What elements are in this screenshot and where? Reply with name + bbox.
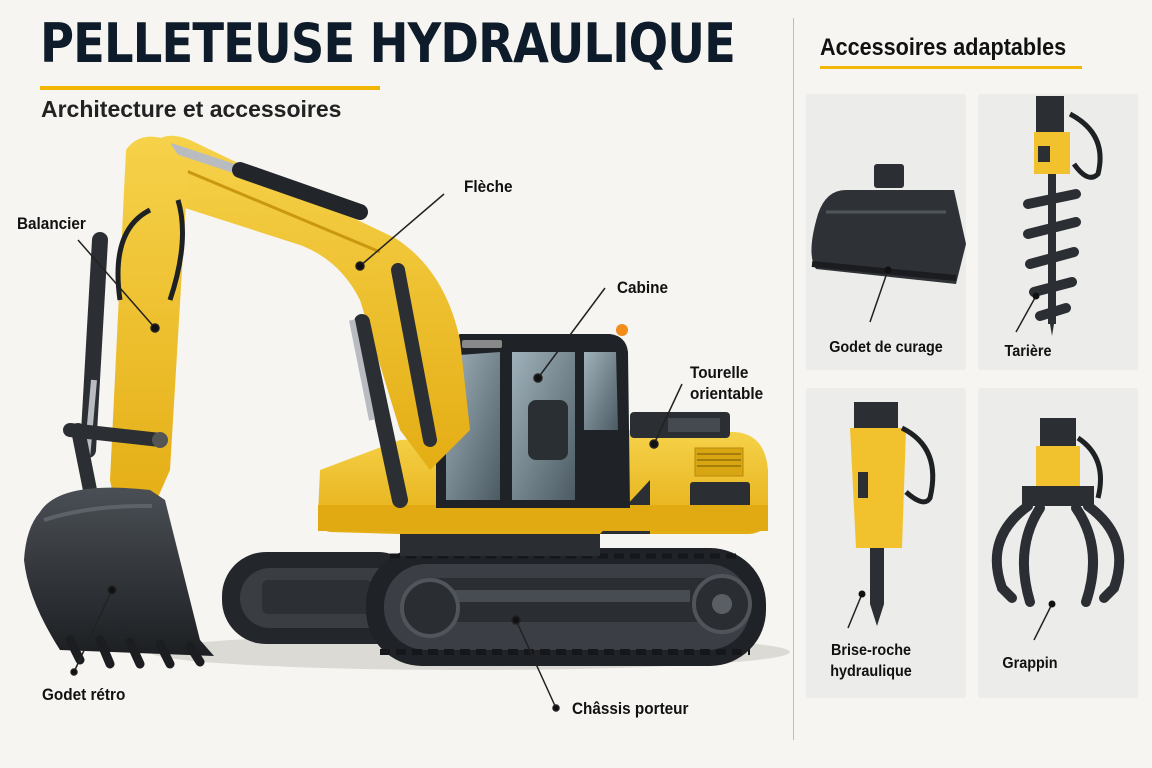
boom [146,135,470,508]
tile-brise-roche: Brise-roche hydraulique [806,388,966,698]
label-tourelle-line2: orientable [690,384,764,403]
ditch-bucket-image [811,164,966,323]
hydraulic-breaker-image [847,402,936,629]
tile-godet-curage: Godet de curage [806,94,966,370]
label-tourelle-line1: Tourelle [690,363,749,382]
excavator-illustration [24,135,790,712]
label-brise-roche-line2: hydraulique [830,663,912,680]
label-brise-roche: Brise-roche hydraulique [813,640,930,682]
accessories-title: Accessoires adaptables [820,34,1067,61]
label-brise-roche-line1: Brise-roche [830,642,912,659]
label-tourelle: Tourelle orientable [690,362,763,404]
tile-grappin: Grappin [978,388,1138,698]
accessories-underline [820,66,1082,69]
label-tariere: Tarière [1004,343,1052,360]
label-chassis-porteur: Châssis porteur [572,699,689,718]
callout-lines [70,193,683,712]
section-divider [793,18,794,740]
label-balancier: Balancier [17,214,86,233]
front-track [366,548,766,666]
label-grappin: Grappin [1002,655,1058,672]
auger-image [1015,96,1103,336]
label-fleche: Flèche [464,177,513,196]
page-title: PELLETEUSE HYDRAULIQUE [40,12,736,75]
label-godet-retro: Godet rétro [42,685,126,704]
grapple-image [991,418,1125,641]
page-subtitle: Architecture et accessoires [41,96,342,122]
title-underline [40,86,380,90]
backhoe-bucket [24,487,214,669]
cab [436,324,630,508]
tile-tariere: Tarière [978,94,1138,370]
label-godet-curage: Godet de curage [829,339,943,356]
arm [63,136,188,520]
label-cabine: Cabine [617,278,669,297]
